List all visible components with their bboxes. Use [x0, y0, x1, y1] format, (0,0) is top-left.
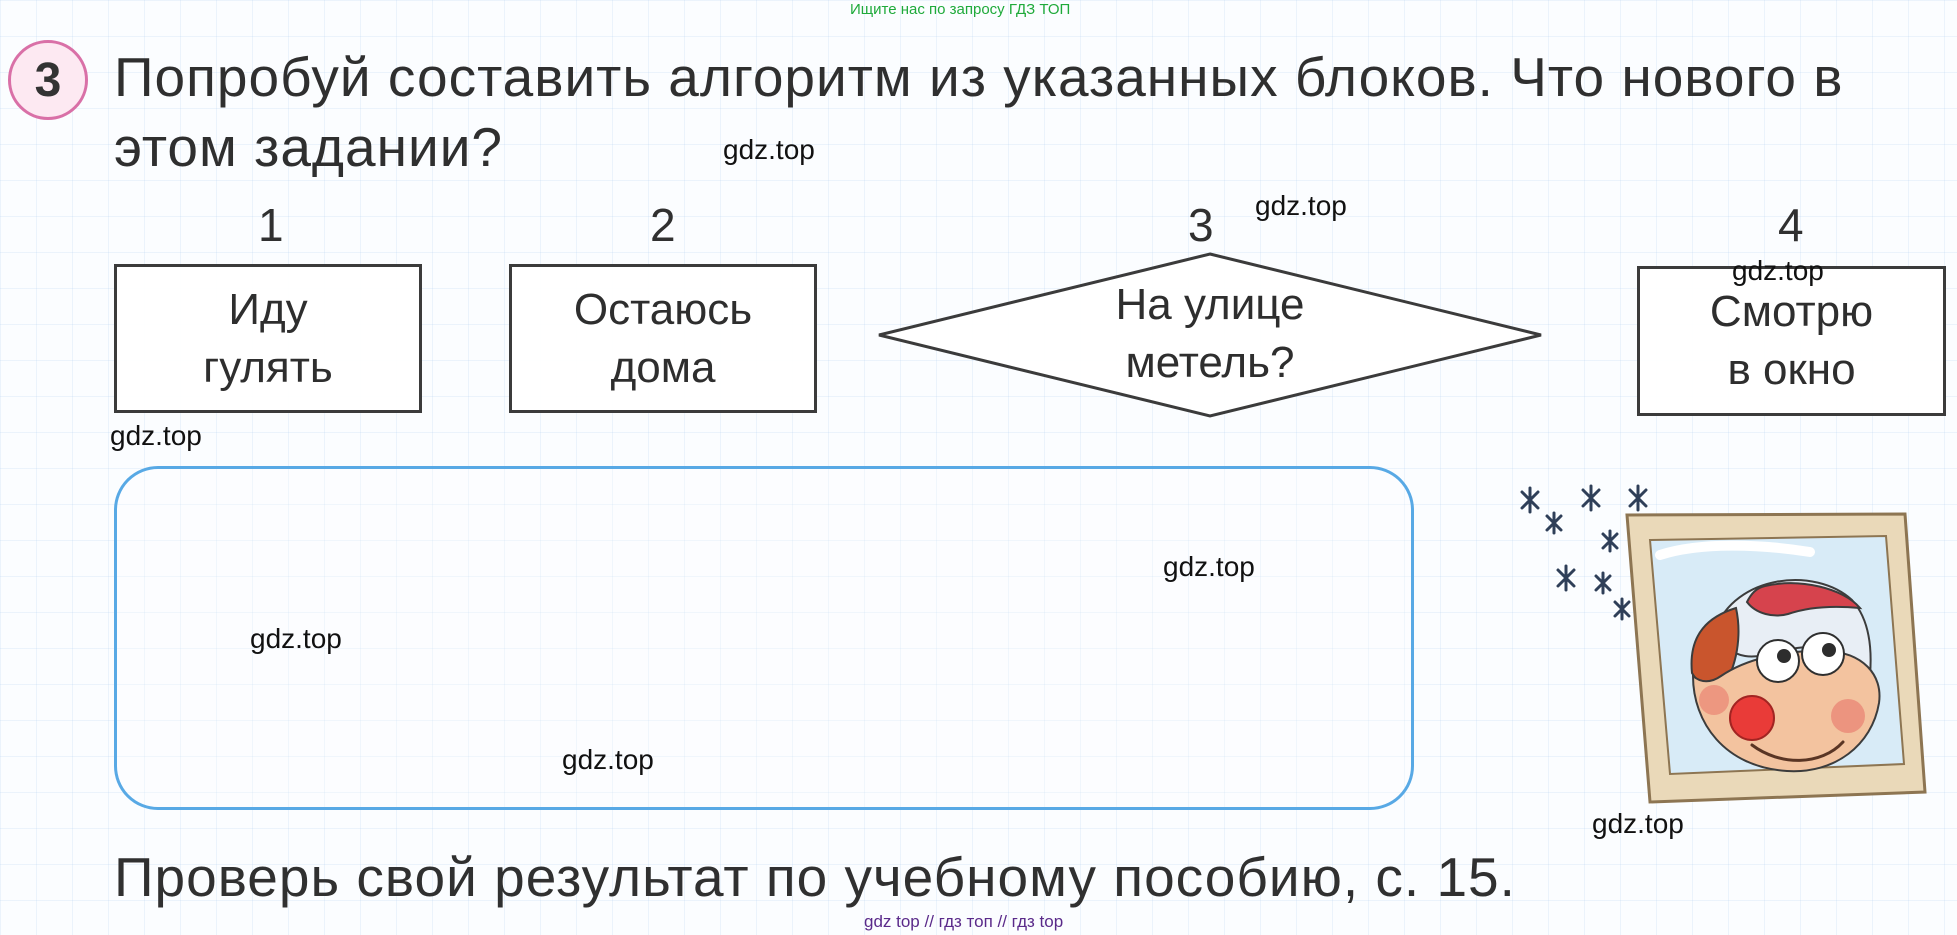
watermark-gdz-top-5: gdz.top: [1163, 551, 1255, 582]
watermark-gdz-top-1: gdz.top: [723, 134, 815, 165]
watermark-gdz-top-8: gdz.top: [1592, 808, 1684, 839]
block-number-2: 2: [650, 199, 676, 251]
watermark-gdz-top-4: gdz.top: [110, 420, 202, 451]
clown-at-window-image: [1520, 484, 1927, 804]
watermark-gdz-top-2: gdz.top: [1255, 190, 1347, 221]
block-number-4: 4: [1778, 199, 1804, 251]
block-number-1: 1: [258, 199, 284, 251]
diamond-shape: [878, 252, 1542, 418]
action-block-go-walk: Иду гулять: [114, 264, 422, 413]
watermark-gdz-top-6: gdz.top: [250, 623, 342, 654]
footer-links: gdz top // гдз топ // гдз top: [864, 912, 1064, 931]
top-search-note: Ищите нас по запросу ГДЗ ТОП: [850, 1, 1071, 18]
answer-area: [114, 466, 1414, 810]
action-block-stay-home: Остаюсь дома: [509, 264, 817, 413]
check-result-text: Проверь свой результат по учебному пособ…: [114, 846, 1516, 908]
clown-at-window-illustration: [1500, 480, 1930, 820]
task-instruction: Попробуй составить алгоритм из указанных…: [114, 46, 1844, 178]
task-number-badge: 3: [8, 40, 88, 120]
condition-block-text: На улице метель?: [1115, 280, 1305, 387]
block-number-3: 3: [1188, 199, 1214, 251]
clown-face: [1690, 579, 1881, 773]
watermark-gdz-top-7: gdz.top: [562, 744, 654, 775]
action-block-look-window: Смотрю в окно: [1637, 266, 1946, 416]
watermark-gdz-top-3: gdz.top: [1732, 255, 1824, 286]
condition-block: На улице метель?: [875, 250, 1545, 420]
